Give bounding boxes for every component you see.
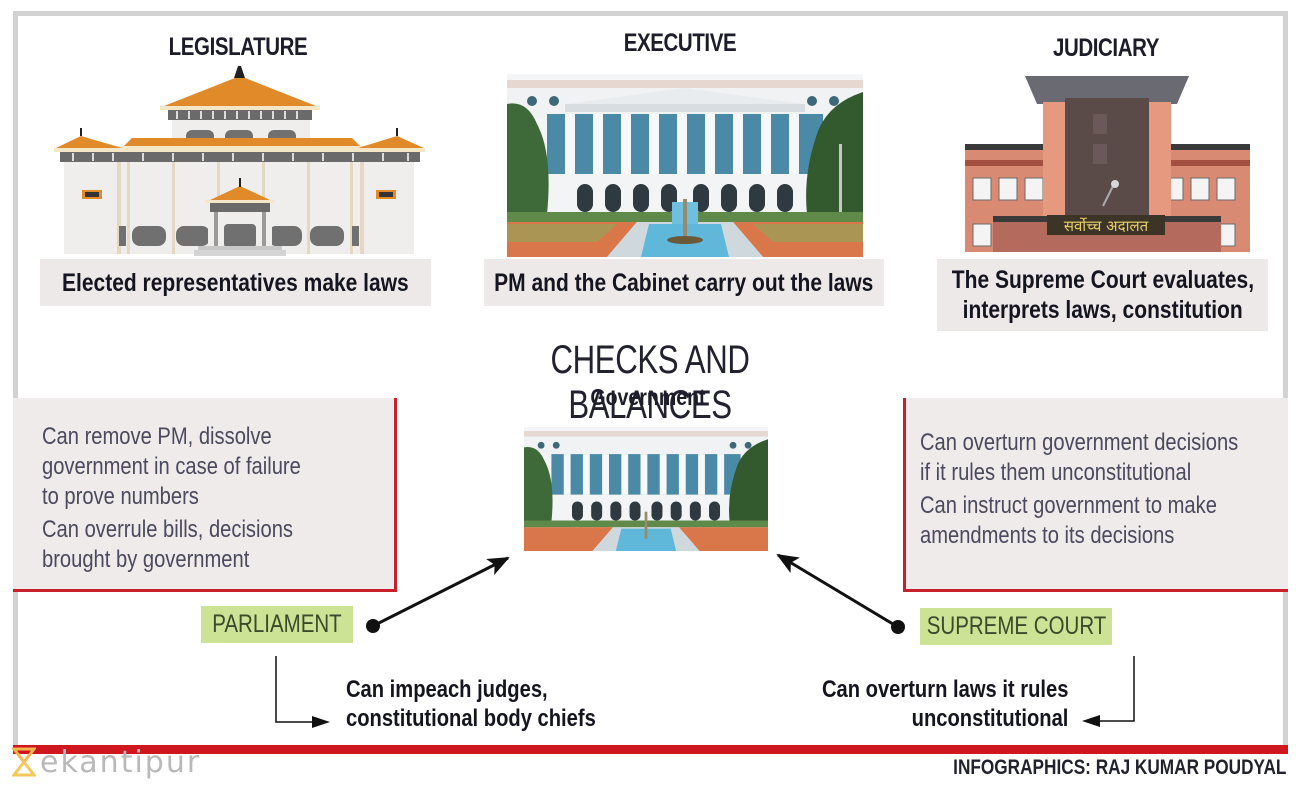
court-overturn-line-2: unconstitutional bbox=[911, 705, 1068, 732]
parliament-power-1-line-3: to prove numbers bbox=[42, 483, 199, 510]
court-power-2-line-2: amendments to its decisions bbox=[920, 522, 1175, 549]
parliament-tag: PARLIAMENT bbox=[201, 606, 353, 643]
parliament-impeach-line-1: Can impeach judges, bbox=[346, 676, 548, 703]
court-power-2-line-1: Can instruct government to make bbox=[920, 492, 1217, 519]
judiciary-caption: The Supreme Court evaluates, interprets … bbox=[937, 259, 1268, 331]
checks-and-balances-title: CHECKS AND BALANCES bbox=[550, 338, 750, 427]
footer-red-bar bbox=[13, 745, 1288, 754]
court-power-1-line-2: if it rules them unconstitutional bbox=[920, 459, 1192, 486]
parliament-power-1-line-1: Can remove PM, dissolve bbox=[42, 423, 272, 450]
singha-durbar-photo bbox=[507, 74, 863, 257]
legislature-caption: Elected representatives make laws bbox=[40, 259, 431, 306]
legislature-title: LEGISLATURE bbox=[168, 33, 308, 61]
judiciary-title: JUDICIARY bbox=[1052, 34, 1160, 62]
parliament-power-2-line-1: Can overrule bills, decisions bbox=[42, 516, 294, 543]
government-building-photo bbox=[524, 427, 768, 551]
executive-title: EXECUTIVE bbox=[623, 29, 737, 57]
infographics-credit: INFOGRAPHICS: RAJ KUMAR POUDYAL bbox=[952, 756, 1286, 779]
court-power-1-line-1: Can overturn government decisions bbox=[920, 429, 1239, 456]
supreme-court-powers-box: Can overturn government decisions if it … bbox=[903, 398, 1288, 592]
executive-caption: PM and the Cabinet carry out the laws bbox=[484, 259, 884, 306]
government-label: Government bbox=[590, 384, 706, 410]
parliament-powers-box: Can remove PM, dissolve government in ca… bbox=[13, 398, 397, 592]
supreme-court-tag: SUPREME COURT bbox=[920, 608, 1112, 645]
judiciary-caption-line-2: interprets laws, constitution bbox=[962, 296, 1243, 324]
hourglass-logo-icon bbox=[12, 747, 36, 777]
parliament-impeach-line-2: constitutional body chiefs bbox=[346, 705, 596, 732]
infographic-frame bbox=[13, 11, 1288, 751]
court-overturn-note: Can overturn laws it rules unconstitutio… bbox=[775, 675, 1068, 733]
parliament-building-illustration bbox=[52, 66, 427, 258]
supreme-court-photo: सर्वोच्च अदालत bbox=[965, 74, 1250, 252]
ekantipur-logo: ekantipur bbox=[12, 744, 202, 780]
judiciary-caption-line-1: The Supreme Court evaluates, bbox=[951, 266, 1254, 294]
court-overturn-line-1: Can overturn laws it rules bbox=[821, 676, 1068, 703]
parliament-power-1-line-2: government in case of failure bbox=[42, 453, 301, 480]
parliament-impeach-note: Can impeach judges, constitutional body … bbox=[346, 675, 643, 733]
court-sign-text: सर्वोच्च अदालत bbox=[1064, 217, 1149, 235]
parliament-power-2-line-2: brought by government bbox=[42, 546, 250, 573]
ekantipur-logo-text: ekantipur bbox=[40, 744, 202, 780]
